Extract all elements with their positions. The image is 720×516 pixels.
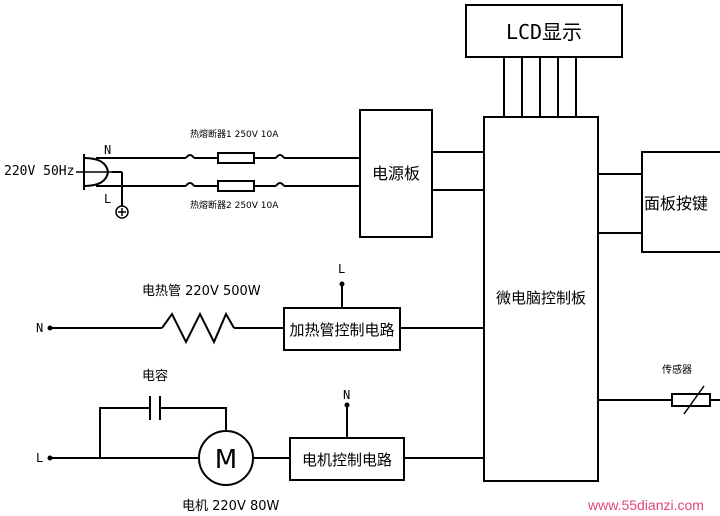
motor-ctrl-n-terminal bbox=[344, 402, 350, 408]
motor-l-label: L bbox=[36, 451, 43, 465]
power-board-block bbox=[359, 109, 433, 238]
neutral-line bbox=[96, 152, 360, 164]
heater-n-label: N bbox=[36, 321, 43, 335]
capacitor-icon bbox=[99, 396, 227, 458]
motor-control-block bbox=[289, 437, 405, 481]
mcu-board-label: 微电脑控制板 bbox=[496, 289, 586, 307]
motor-control-label: 电机控制电路 bbox=[302, 451, 392, 469]
n-terminal-label: N bbox=[104, 143, 111, 157]
supply-label: 220V 50Hz bbox=[4, 164, 74, 179]
heater-ctrl-l-terminal bbox=[339, 281, 345, 287]
watermark-text: www.55dianzi.com bbox=[587, 497, 704, 513]
heater-resistor bbox=[161, 311, 235, 345]
plug-icon bbox=[76, 154, 112, 190]
fuse-2 bbox=[217, 180, 255, 192]
lcd-bus bbox=[503, 57, 577, 117]
lcd-block bbox=[465, 4, 623, 58]
lcd-label: LCD显示 bbox=[506, 20, 582, 44]
fuse-2-label: 热熔断器2 250V 10A bbox=[190, 199, 279, 211]
sensor-label: 传感器 bbox=[662, 363, 692, 376]
motor-symbol: M bbox=[215, 445, 237, 475]
ground-icon bbox=[112, 171, 129, 219]
l-terminal-label: L bbox=[104, 192, 111, 206]
capacitor-label: 电容 bbox=[142, 368, 168, 384]
motor-ctrl-n-label: N bbox=[343, 388, 350, 402]
fuse-1 bbox=[217, 152, 255, 164]
panel-keys-block bbox=[641, 151, 720, 253]
panel-keys-label: 面板按键 bbox=[644, 194, 708, 213]
sensor-icon bbox=[671, 385, 720, 415]
live-line bbox=[96, 180, 360, 192]
heater-control-label: 加热管控制电路 bbox=[289, 321, 394, 339]
heater-ctrl-l-label: L bbox=[338, 262, 345, 276]
power-board-label: 电源板 bbox=[372, 164, 420, 183]
motor-label: 电机 220V 80W bbox=[182, 499, 280, 514]
fuse-1-label: 热熔断器1 250V 10A bbox=[190, 128, 279, 140]
heater-label: 电热管 220V 500W bbox=[142, 284, 261, 299]
mcu-board-block bbox=[483, 116, 599, 482]
